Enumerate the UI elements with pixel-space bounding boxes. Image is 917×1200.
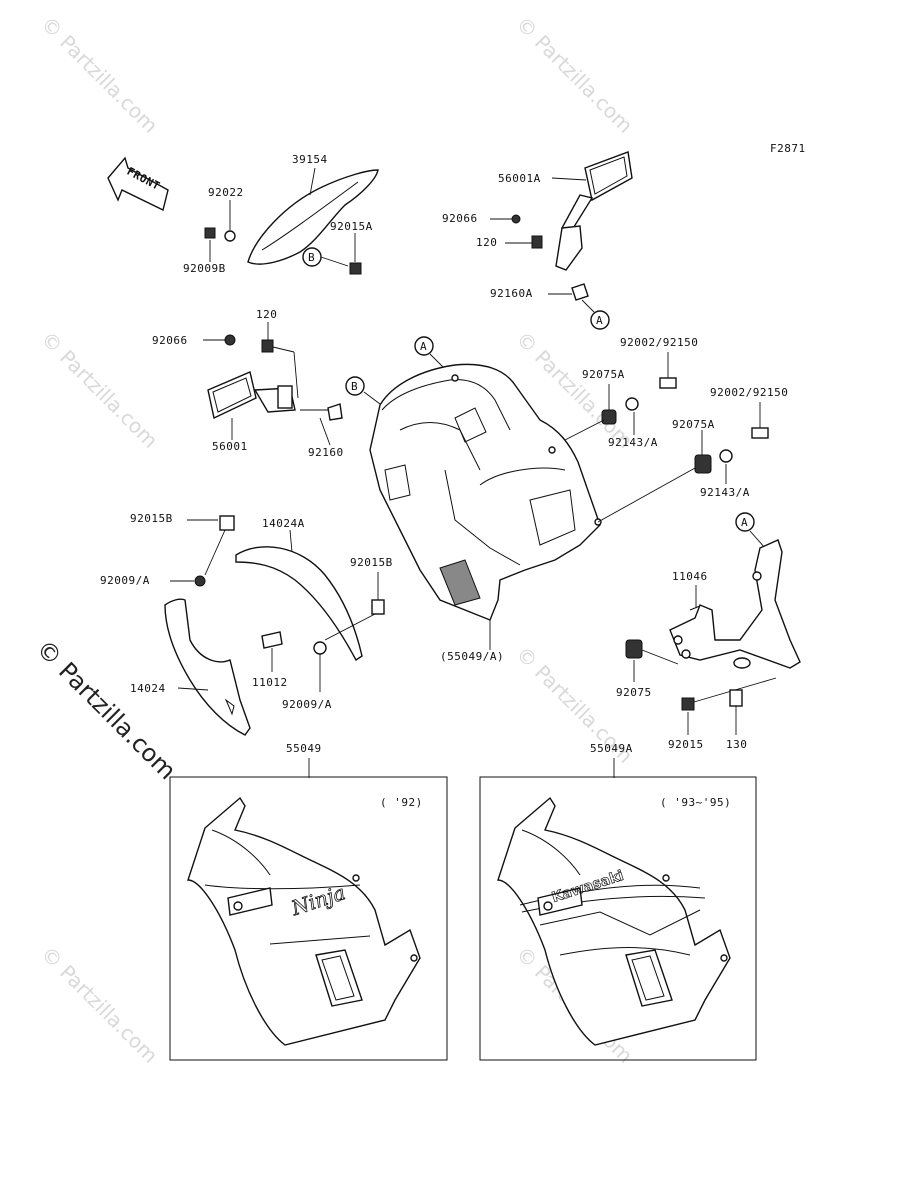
watermark: © Partzilla.com [36,12,162,138]
bolt-92009a-2 [313,641,327,655]
bolt-120-left [261,339,274,353]
label-92075a-2: 92075A [672,418,715,431]
label-55049a: 55049A [590,742,633,755]
label-92022: 92022 [208,186,244,199]
bolt-130 [729,689,743,707]
label-92002-2: 92002/92150 [710,386,788,399]
label-39154: 39154 [292,153,328,166]
nut-92015 [681,697,695,711]
fairing-detail-93-95: Kawasaki [497,796,731,1046]
label-92009a-2: 92009/A [282,698,332,711]
label-92009b: 92009B [183,262,226,275]
bolt-92009a-1 [194,575,206,587]
watermark: © Partzilla.com [36,327,162,453]
upper-fairing-55049 [369,363,602,621]
watermark: © Partzilla.com [36,942,162,1068]
fairing-detail-92: Ninja [187,796,421,1046]
label-130: 130 [726,738,747,751]
label-92002-1: 92002/92150 [620,336,698,349]
mirror-56001 [207,371,296,420]
mirror-56001a [555,151,633,271]
cowl-trim-39154 [247,169,379,265]
bolt-92009b [204,227,216,239]
label-92143-1: 92143/A [608,436,658,449]
year-range-93-95: ( '93~'95) [660,796,731,809]
bolt-92002-1 [659,377,677,389]
stay-bracket-11046 [669,539,801,669]
bolt-120-top [531,235,543,249]
callout-a-bracket: A [735,512,755,532]
label-92143-2: 92143/A [700,486,750,499]
callout-a-fairing: A [414,336,434,356]
label-92066-top: 92066 [442,212,478,225]
bracket-92160 [327,403,343,421]
label-92009a-1: 92009/A [100,574,150,587]
label-120-left: 120 [256,308,277,321]
nut-92066-left [224,334,236,346]
clip-92015b-2 [371,599,385,615]
label-11046: 11046 [672,570,708,583]
inner-cover-14024a [235,546,363,662]
svg-text:A: A [741,516,748,529]
label-92015: 92015 [668,738,704,751]
label-92160: 92160 [308,446,344,459]
svg-text:B: B [308,251,315,264]
grommet-92075 [625,639,643,659]
detail-box-55049 [169,776,448,1061]
watermark: © Partzilla.com [511,12,637,138]
bolt-92143-1 [625,397,639,411]
label-92015a: 92015A [330,220,373,233]
inner-cover-14024 [164,598,251,736]
label-14024: 14024 [130,682,166,695]
label-55049: 55049 [286,742,322,755]
nut-92066-top [511,214,521,224]
svg-text:A: A [596,314,603,327]
front-arrow-icon: FRONT [107,156,169,212]
callout-b-fairing: B [345,376,365,396]
label-92015b-2: 92015B [350,556,393,569]
clip-11012 [261,631,283,649]
label-55049a-paren: (55049/A) [440,650,504,663]
grommet-92075a-2 [694,454,712,474]
clip-92015b-1 [219,515,235,531]
callout-a-top: A [590,310,610,330]
callout-b-top: B [302,247,322,267]
year-range-92: ( '92) [380,796,423,809]
label-92075a-1: 92075A [582,368,625,381]
bolt-92143-2 [719,449,733,463]
label-56001a: 56001A [498,172,541,185]
label-92075: 92075 [616,686,652,699]
washer-92022 [224,230,236,242]
figure-code: F2871 [770,142,806,155]
grommet-92075a-1 [601,409,617,425]
nut-92015a [349,262,362,275]
label-92160a: 92160A [490,287,533,300]
svg-text:A: A [420,340,427,353]
label-92066-left: 92066 [152,334,188,347]
svg-text:B: B [351,380,358,393]
watermark-prominent: © Partzilla.com [31,634,182,785]
bracket-92160a [571,283,589,301]
label-14024a: 14024A [262,517,305,530]
label-120-top: 120 [476,236,497,249]
detail-box-55049a [479,776,757,1061]
label-11012: 11012 [252,676,288,689]
label-92015b-1: 92015B [130,512,173,525]
label-56001: 56001 [212,440,248,453]
bolt-92002-2 [751,427,769,439]
